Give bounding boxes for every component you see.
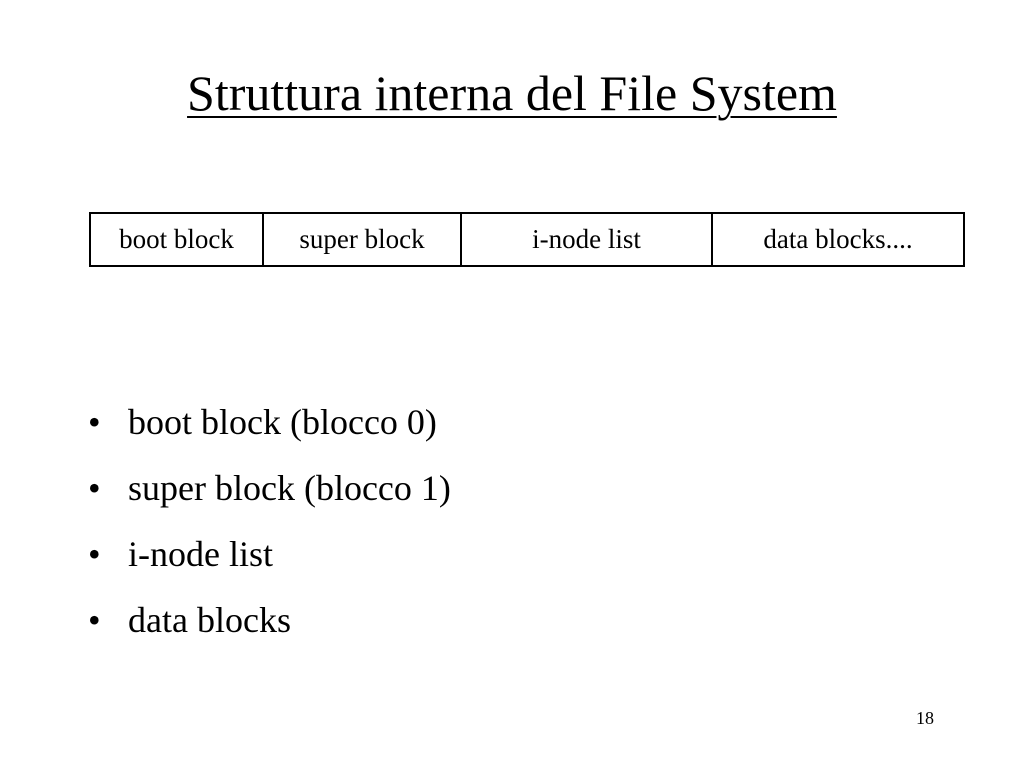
bullet-text: data blocks: [128, 600, 291, 640]
file-system-layout-row: boot block super block i-node list data …: [89, 212, 965, 267]
bullet-marker: •: [88, 534, 101, 574]
bullet-item-data-blocks: • data blocks: [88, 587, 451, 653]
bullet-item-inode-list: • i-node list: [88, 521, 451, 587]
bullet-text: super block (blocco 1): [128, 468, 451, 508]
bullet-text: boot block (blocco 0): [128, 402, 437, 442]
bullet-text: i-node list: [128, 534, 273, 574]
page-number: 18: [916, 708, 934, 728]
bullet-list: • boot block (blocco 0) • super block (b…: [88, 389, 451, 653]
cell-data-blocks: data blocks....: [711, 212, 965, 267]
file-system-layout-table: boot block super block i-node list data …: [89, 212, 965, 267]
slide-title-text: Struttura interna del File System: [187, 65, 837, 121]
cell-super-block: super block: [262, 212, 462, 267]
bullet-item-boot-block: • boot block (blocco 0): [88, 389, 451, 455]
cell-boot-block: boot block: [89, 212, 264, 267]
bullet-marker: •: [88, 600, 101, 640]
bullet-item-super-block: • super block (blocco 1): [88, 455, 451, 521]
bullet-marker: •: [88, 468, 101, 508]
slide-title: Struttura interna del File System: [0, 62, 1024, 124]
bullet-marker: •: [88, 402, 101, 442]
cell-inode-list: i-node list: [460, 212, 713, 267]
